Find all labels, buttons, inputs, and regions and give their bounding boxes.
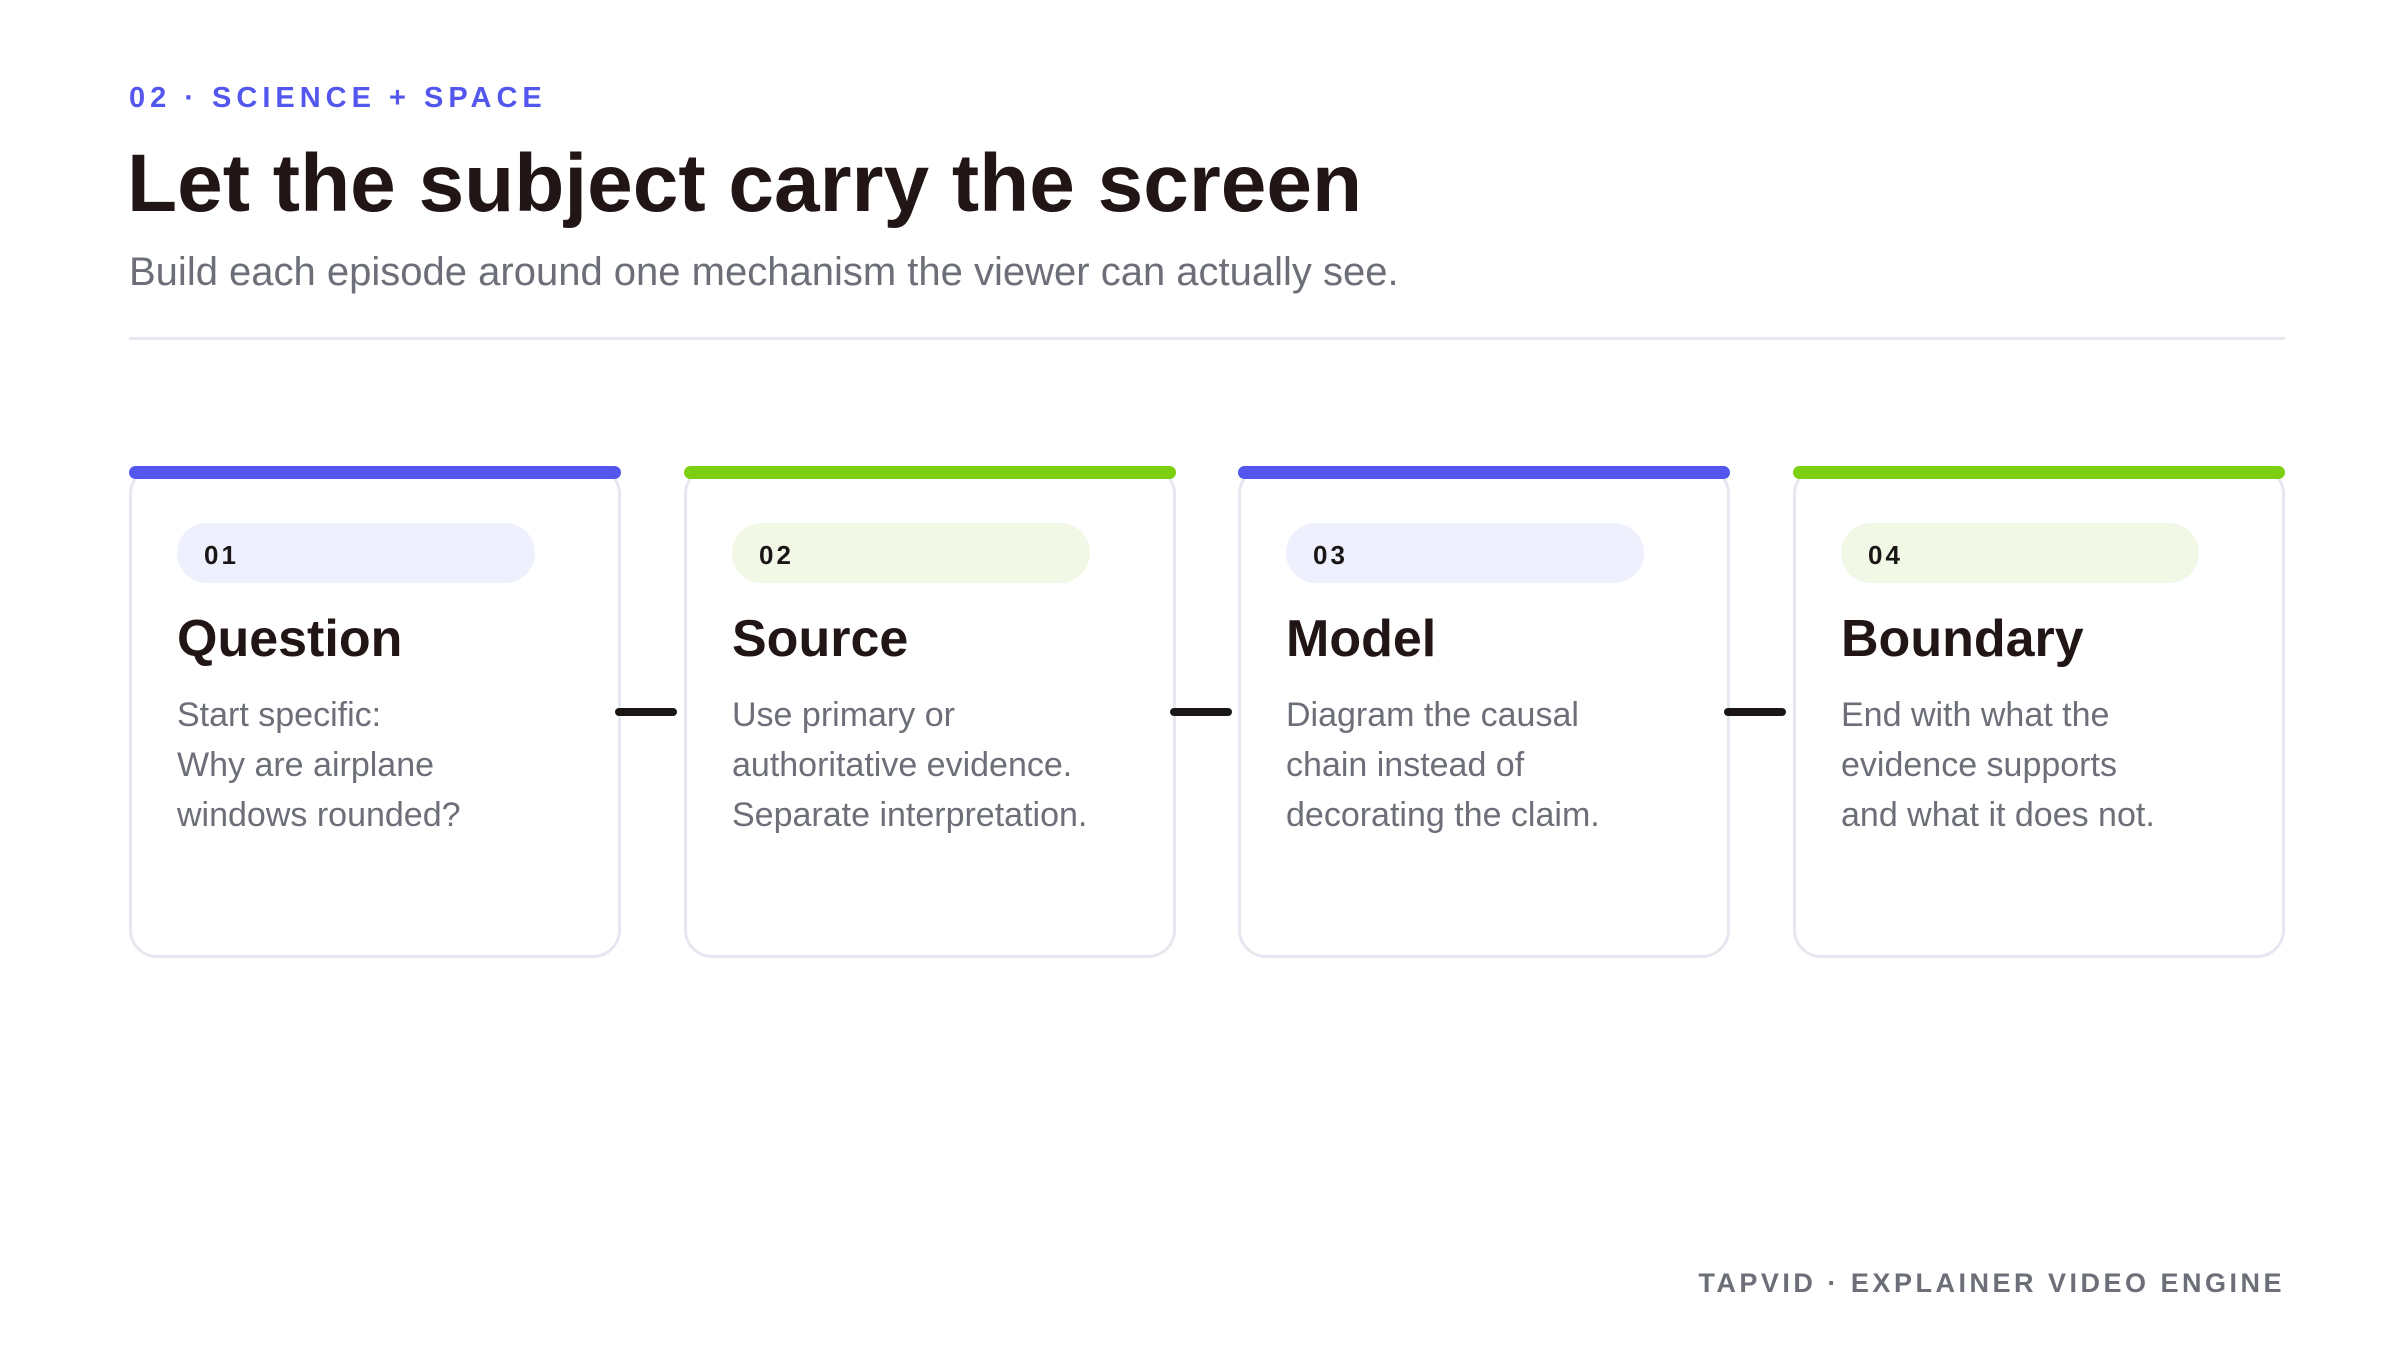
step-description-line: Diagram the causal <box>1286 696 1579 734</box>
step-connector <box>1724 708 1786 716</box>
step-description-line: Use primary or <box>732 696 955 734</box>
page-title: Let the subject carry the screen <box>127 138 1363 229</box>
footer-brand: TAPVID · EXPLAINER VIDEO ENGINE <box>1698 1268 2285 1298</box>
step-number-badge: 02 <box>732 523 1090 583</box>
step-number: 03 <box>1313 540 1348 570</box>
step-title: Boundary <box>1841 610 2084 668</box>
step-title: Source <box>732 610 909 668</box>
step-title: Question <box>177 610 403 668</box>
step-connector <box>1170 708 1232 716</box>
step-description-line: decorating the claim. <box>1286 796 1600 834</box>
step-accent-bar <box>1793 466 2285 479</box>
step-description-line: Separate interpretation. <box>732 796 1088 834</box>
step-description-line: evidence supports <box>1841 746 2117 784</box>
step-description-line: Start specific: <box>177 696 382 734</box>
step-number: 01 <box>204 540 239 570</box>
step-number-badge: 04 <box>1841 523 2199 583</box>
step-description-line: windows rounded? <box>177 796 461 834</box>
page-subtitle: Build each episode around one mechanism … <box>129 250 1399 294</box>
step-description-line: authoritative evidence. <box>732 746 1073 784</box>
section-eyebrow: 02 · SCIENCE + SPACE <box>129 82 547 114</box>
step-description-line: Why are airplane <box>177 746 435 784</box>
step-description-line: chain instead of <box>1286 746 1525 784</box>
step-accent-bar <box>1238 466 1730 479</box>
step-title: Model <box>1286 610 1437 668</box>
step-accent-bar <box>684 466 1176 479</box>
step-accent-bar <box>129 466 621 479</box>
step-description-line: and what it does not. <box>1841 796 2155 834</box>
step-description: End with what the evidence supports and … <box>1841 690 2155 840</box>
step-number-badge: 03 <box>1286 523 1644 583</box>
step-description: Start specific: Why are airplane windows… <box>177 690 461 840</box>
step-number-badge: 01 <box>177 523 535 583</box>
step-connector <box>615 708 677 716</box>
step-description: Diagram the causal chain instead of deco… <box>1286 690 1600 840</box>
step-number: 02 <box>759 540 794 570</box>
step-description: Use primary or authoritative evidence. S… <box>732 690 1087 840</box>
step-description-line: End with what the <box>1841 696 2110 734</box>
header-divider <box>129 337 2285 340</box>
step-number: 04 <box>1868 540 1903 570</box>
